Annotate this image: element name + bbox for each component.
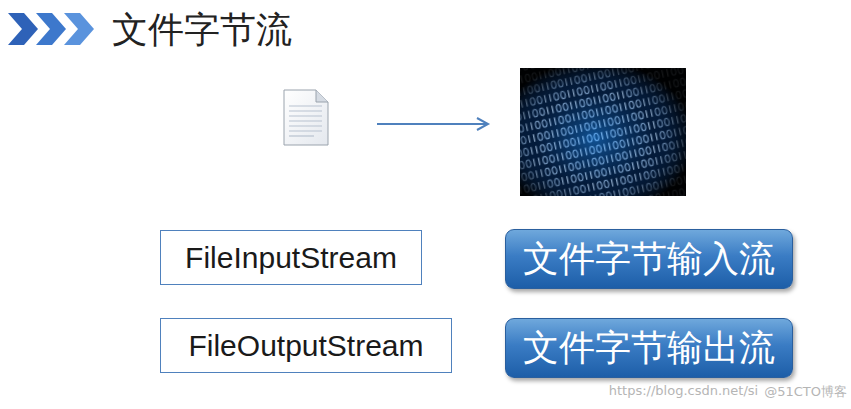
document-icon <box>284 90 328 145</box>
title-chevrons <box>8 13 94 45</box>
box-text: FileOutputStream <box>188 329 423 363</box>
meaning-button: 文件字节输入流 <box>505 229 793 289</box>
class-name-box: FileInputStream <box>160 230 422 285</box>
slide-title: 文件字节流 <box>112 6 292 55</box>
conversion-arrow <box>377 118 488 130</box>
box-text: FileInputStream <box>185 241 397 275</box>
binary-image <box>520 68 686 196</box>
meaning-button: 文件字节输出流 <box>505 318 793 378</box>
box-text: 文件字节输出流 <box>523 324 775 373</box>
watermark-site: @51CTO博客 <box>764 383 847 401</box>
box-text: 文件字节输入流 <box>523 235 775 284</box>
class-name-box: FileOutputStream <box>160 318 452 373</box>
watermark-url: https://blog.csdn.net/si <box>609 383 758 398</box>
